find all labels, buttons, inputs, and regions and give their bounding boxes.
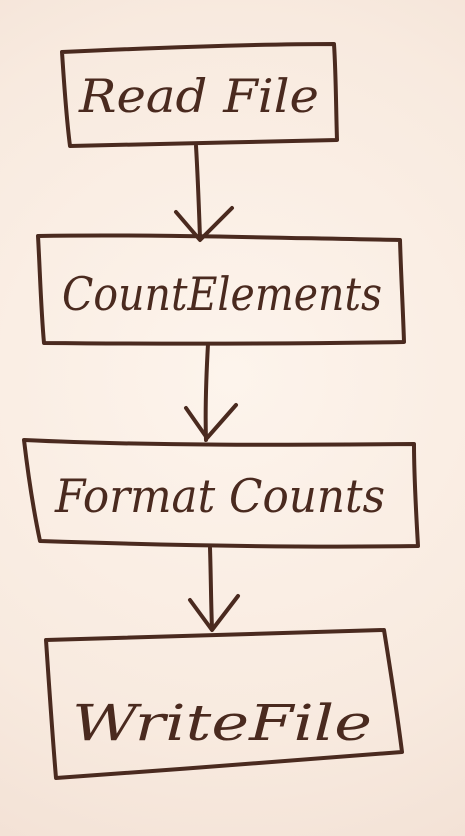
node-count-elements-label: CountElements bbox=[62, 267, 382, 321]
edge-count-to-format-line bbox=[203, 342, 210, 442]
node-write-file-box bbox=[44, 628, 404, 780]
node-write-file: WriteFile bbox=[44, 628, 404, 780]
node-read-file: Read File bbox=[60, 42, 339, 148]
edge-read-to-count bbox=[174, 144, 234, 242]
edge-format-to-write-arrowhead bbox=[188, 594, 240, 632]
edge-read-to-count-arrowhead bbox=[174, 206, 234, 242]
node-read-file-label: Read File bbox=[78, 69, 319, 123]
edge-format-to-write-line bbox=[208, 546, 214, 630]
node-read-file-box bbox=[60, 42, 339, 148]
node-format-counts-label: Format Counts bbox=[54, 469, 385, 523]
node-write-file-label: WriteFile bbox=[72, 694, 372, 752]
node-format-counts-box bbox=[22, 438, 420, 549]
node-count-elements: CountElements bbox=[36, 233, 406, 346]
edge-read-to-count-line bbox=[194, 144, 202, 240]
edge-format-to-write bbox=[188, 546, 240, 632]
edge-count-to-format-arrowhead bbox=[184, 403, 238, 440]
edge-count-to-format bbox=[184, 342, 238, 442]
node-format-counts: Format Counts bbox=[22, 438, 420, 549]
node-count-elements-box bbox=[36, 233, 406, 346]
